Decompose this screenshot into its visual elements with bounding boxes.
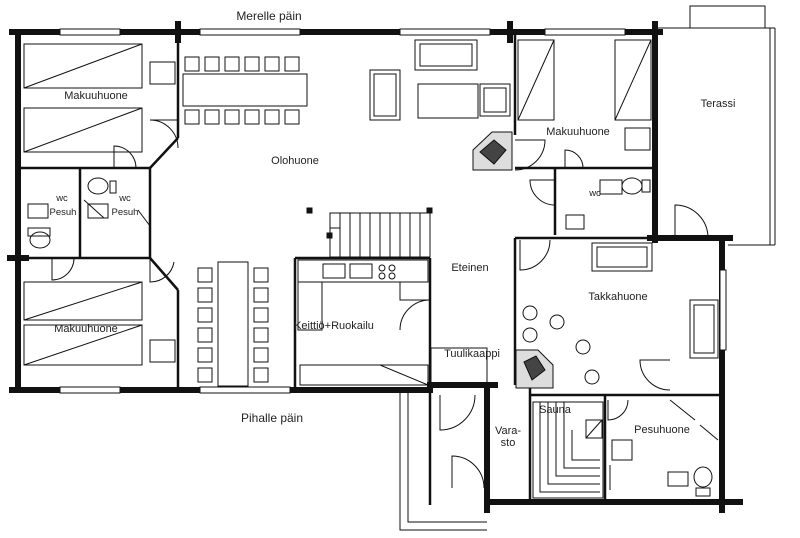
interior-walls — [18, 32, 722, 505]
beds — [23, 39, 652, 366]
room-label-olohuone: Olohuone — [271, 155, 319, 167]
direction-north-label: Merelle päin — [236, 9, 302, 23]
room-label-tuulikaappi: Tuulikaappi — [444, 348, 500, 360]
terrace — [655, 5, 776, 246]
room-label-varasto-line2: sto — [500, 437, 516, 449]
direction-south-label: Pihalle päin — [240, 411, 304, 425]
room-label-sauna: Sauna — [539, 404, 571, 416]
room-label-makuuhuone-top-right: Makuuhuone — [546, 126, 610, 138]
room-label-terassi: Terassi — [700, 98, 736, 110]
room-label-pesuh-left-1: Pesuh — [49, 207, 77, 218]
staircase — [306, 207, 433, 258]
room-label-wc-right: wc — [589, 188, 601, 199]
room-label-makuuhuone-bottom-left: Makuuhuone — [54, 323, 118, 335]
doors — [51, 119, 709, 490]
room-label-varasto: Vara- sto — [495, 425, 521, 449]
room-label-pesuhuone: Pesuhuone — [634, 424, 690, 436]
room-label-varasto-line1: Vara- — [494, 425, 522, 437]
room-label-eteinen: Eteinen — [451, 262, 489, 274]
room-label-takkahuone: Takkahuone — [588, 291, 648, 303]
bath-fixtures — [27, 177, 719, 497]
entrance-steps — [399, 390, 487, 531]
room-label-wc-left-2: wc — [119, 193, 131, 204]
fireplace-olohuone — [472, 131, 513, 171]
takkahuone-furniture — [515, 242, 719, 389]
living-room-furniture — [369, 39, 511, 121]
windows — [59, 28, 727, 394]
sauna-benches — [532, 401, 604, 499]
room-label-makuuhuone-top-left: Makuuhuone — [64, 90, 128, 102]
room-label-wc-left-1: wc — [56, 193, 68, 204]
dining-table-top — [182, 56, 308, 125]
room-label-pesuh-left-2: Pesuh — [111, 207, 139, 218]
dining-table-kitchen — [197, 261, 269, 387]
room-label-keittio: Keittiö+Ruokailu — [294, 320, 374, 332]
